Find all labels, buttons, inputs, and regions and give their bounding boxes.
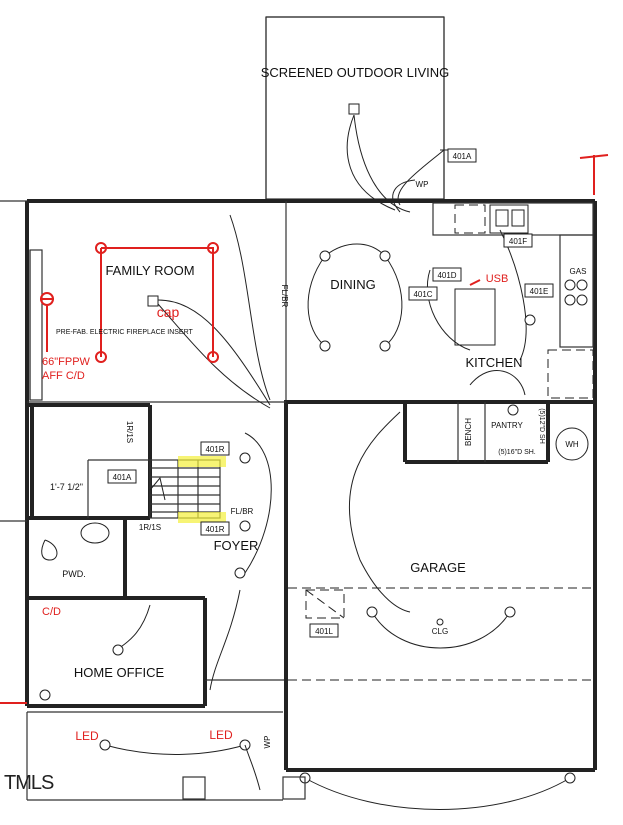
note-fireplace: PRE-FAB. ELECTRIC FIREPLACE INSERT (56, 329, 194, 336)
watermark-logo: TMLS (4, 772, 54, 794)
note-closet-shelf: (5)12"D SH (538, 408, 545, 444)
tag-401a-stair: 401A (113, 473, 132, 482)
garage-details (288, 411, 595, 810)
note-shelf-pwd: 1R/1S (139, 523, 161, 532)
note-fl-br-vertical: FL/BR (280, 285, 289, 308)
porch-fan-icon (348, 103, 360, 115)
annotation-fppw-line2: AFF C/D (42, 370, 85, 382)
room-labels: SCREENED OUTDOOR LIVING FAMILY ROOM DINI… (62, 65, 579, 680)
water-heater-icon (555, 427, 589, 461)
note-fl-br-stair: FL/BR (231, 507, 254, 516)
tag-401r-lower: 401R (205, 525, 224, 534)
room-label-kitchen: KITCHEN (465, 355, 522, 370)
annotation-usb: USB (486, 273, 509, 285)
room-label-foyer: FOYER (214, 538, 259, 553)
family-fan-icon (147, 295, 159, 307)
room-label-dining: DINING (330, 277, 376, 292)
tag-401c: 401C (413, 290, 432, 299)
note-wp-porch: WP (416, 180, 429, 189)
staircase (149, 456, 226, 523)
tag-401f: 401F (509, 237, 527, 246)
exterior-walls (0, 199, 597, 772)
interior-walls (27, 201, 595, 680)
red-markups (0, 154, 609, 704)
note-pantry-shelf: (5)16"D SH. (498, 449, 536, 456)
note-gas: GAS (570, 267, 587, 276)
note-wp-front: WP (263, 736, 272, 749)
annotation-fppw-line1: 66"FPPW (42, 356, 91, 368)
tag-401e: 401E (530, 287, 549, 296)
tag-401a-porch: 401A (453, 152, 472, 161)
kitchen-details (426, 202, 594, 416)
room-label-wh: WH (565, 440, 579, 449)
plan-notes: PRE-FAB. ELECTRIC FIREPLACE INSERT FL/BR… (50, 180, 586, 748)
office-wiring (26, 522, 306, 801)
red-annotations: cap USB 66"FPPW AFF C/D C/D LED LED (42, 273, 508, 743)
annotation-cd: C/D (42, 606, 61, 618)
tag-401r-upper: 401R (205, 445, 224, 454)
family-room-wiring (29, 214, 272, 579)
note-dimension: 1'-7 1/2" (50, 482, 83, 492)
note-clg: CLG (432, 627, 448, 636)
annotation-led-left: LED (75, 729, 99, 743)
room-label-pwd: PWD. (62, 569, 86, 579)
circuit-tags: 401A 401F 401D 401C 401E 401R 401R 401A … (107, 148, 554, 638)
annotation-led-right: LED (209, 728, 233, 742)
dining-wiring (307, 243, 403, 352)
room-label-screened-outdoor-living: SCREENED OUTDOOR LIVING (261, 65, 450, 80)
room-label-garage: GARAGE (410, 560, 466, 575)
annotation-cap: cap (157, 304, 180, 320)
room-label-family-room: FAMILY ROOM (105, 263, 194, 278)
tag-401d: 401D (437, 271, 456, 280)
room-label-pantry: PANTRY (491, 421, 523, 430)
note-shelf-closet: 1R/1S (125, 421, 134, 443)
tag-401l: 401L (315, 627, 333, 636)
room-label-bench: BENCH (464, 418, 473, 446)
kitchen-island (454, 288, 496, 346)
room-label-home-office: HOME OFFICE (74, 665, 165, 680)
